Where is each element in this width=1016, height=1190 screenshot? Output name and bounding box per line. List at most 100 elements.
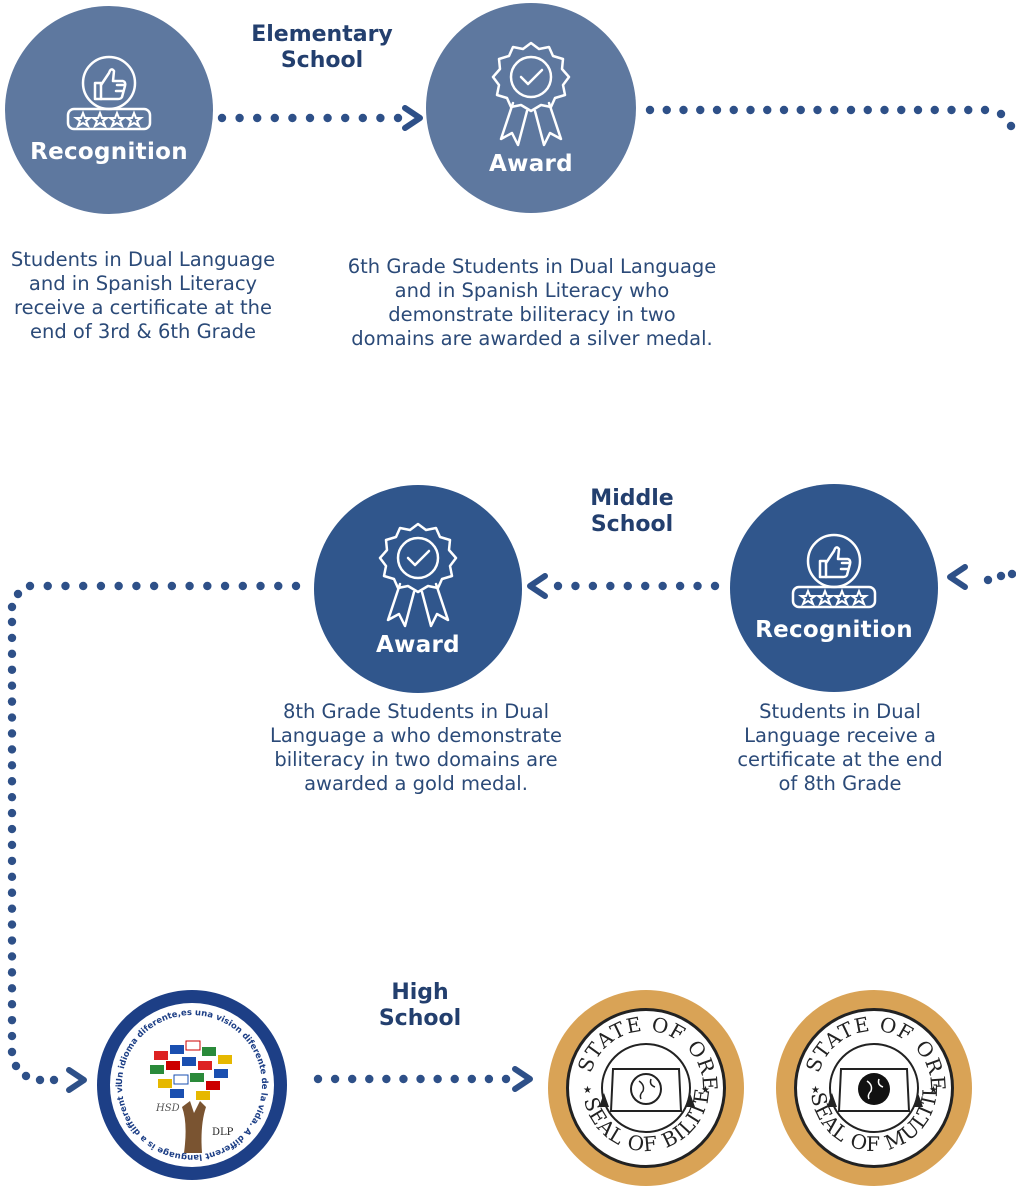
svg-text:★: ★ [811,1085,820,1096]
connector-dot [96,581,106,591]
description-elementary-award: 6th Grade Students in Dual Language and … [347,255,717,350]
connector-dot [13,589,23,599]
connector-dot [830,105,839,115]
connector-dot [313,1074,323,1084]
connector-dot [623,581,632,591]
connector-dot [347,1074,357,1084]
connector-dot [305,113,315,123]
connector-dot [79,581,88,591]
connector-dot [983,575,993,585]
connector-dot [679,105,688,115]
connector-dot [203,581,212,591]
logo-badge-text: DLP [212,1127,234,1138]
connector-dot [712,105,722,115]
connector-dot [291,581,301,591]
connector-dot [217,113,227,123]
connector-dot [167,581,177,591]
connector-dot [658,581,667,591]
connector-dot [746,105,755,115]
connector-dot [7,1015,17,1025]
award-ribbon-icon [378,522,458,628]
connector-dot [696,105,705,115]
node-label: Recognition [30,139,188,165]
connector-dot [763,105,772,115]
node-middle-award: Award [314,485,522,693]
connector-dot [710,581,720,591]
node-label: Award [376,632,460,658]
connector-dot [274,581,283,591]
logo-letters: HSD [155,1103,180,1114]
connector-dot [7,1031,17,1041]
description-middle-award: 8th Grade Students in Dual Language a wh… [269,700,563,795]
connector-dot [49,1075,59,1085]
connector-dot [863,105,872,115]
connector-dot [7,649,17,659]
connector-dot [7,681,17,690]
connector-dot [7,824,17,834]
connector-dot [641,581,650,591]
connector-dot [467,1074,477,1084]
connector-dot [964,105,973,115]
connector-dot [7,808,17,818]
connector-dot [675,581,685,591]
connector-dot [330,1074,340,1084]
connector-dot [7,1000,17,1009]
connector-dot [114,581,123,591]
svg-text:★: ★ [929,1085,938,1096]
connector-dot [980,105,990,115]
connector-dot [220,581,230,591]
connector-dot [880,105,889,115]
connector-dot [185,581,194,591]
connector-dot [813,105,822,115]
connector-dot [7,952,17,961]
connector-dot [341,113,350,123]
node-label: Recognition [755,617,913,643]
connector-dot [7,856,17,866]
connector-dot [996,109,1006,119]
connector-dot [132,581,141,591]
connector-dot [7,968,17,977]
connector-dot [913,105,923,115]
connector-dot [43,581,52,591]
seal-of-biliteracy: STATE OF OREGON SEAL OF BILITERACY ★ ★ [548,990,744,1186]
node-middle-recognition: Recognition [730,484,938,692]
connector-dot [256,581,265,591]
connector-dot [7,777,17,786]
connector-dot [11,1061,21,1071]
connector-dot [25,581,35,591]
connector-dot [7,888,17,897]
connector-dot [796,105,805,115]
description-elementary-recognition: Students in Dual Language and in Spanish… [10,248,276,343]
connector-dot [358,113,367,123]
connector-dot [7,872,17,882]
connector-dot [693,581,702,591]
connector-dot [1006,121,1016,131]
award-ribbon-icon [491,41,571,147]
connector-dot [7,729,17,738]
connector-dot [996,571,1006,581]
oregon-seal-graphic: STATE OF OREGON SEAL OF MULTILITERACY ★ … [797,1011,949,1156]
connector-dot [7,602,17,612]
thumbs-up-stars-icon [791,533,877,609]
stage-title-middle: Middle School [590,486,674,537]
connector-dot [382,1074,391,1084]
connector-dot [7,665,17,674]
stage-title-high: High School [378,980,462,1031]
connector-dot [897,105,906,115]
connector-dot [7,633,17,643]
arrow-head-hs-seal [512,1066,533,1092]
connector-dot [501,1074,511,1084]
node-elementary-award: Award [426,3,636,213]
connector-dot [606,581,615,591]
description-middle-recognition: Students in Dual Language receive a cert… [737,700,943,795]
connector-dot [7,761,17,770]
connector-dot [323,113,332,123]
dlp-logo: Un idioma diferente,es una vision difere… [97,990,287,1180]
arrow-head-elem [402,105,423,131]
connector-dot [235,113,244,123]
connector-dot [288,113,297,123]
arrow-head-mid-right [947,564,968,590]
arrow-head-hs-logo [66,1067,87,1093]
connector-dot [7,617,17,627]
connector-dot [7,904,17,913]
